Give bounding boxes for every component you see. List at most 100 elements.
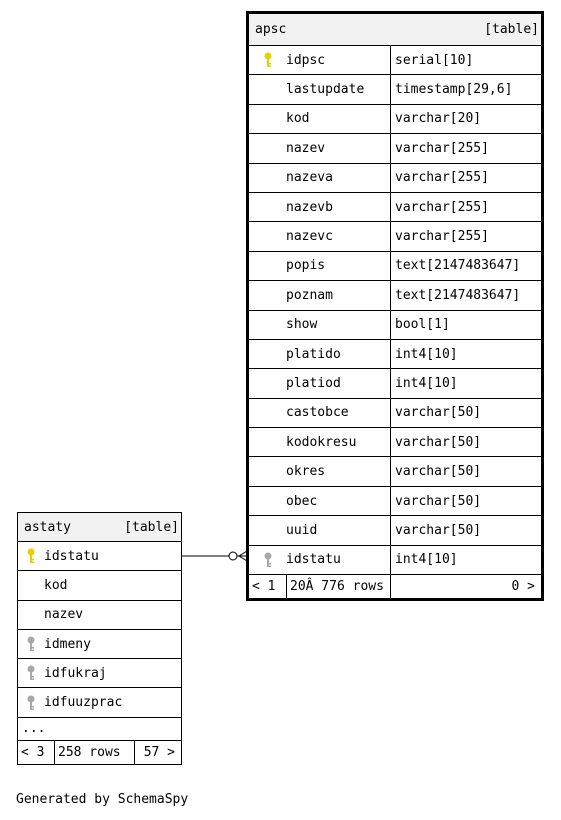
key-cell bbox=[249, 281, 286, 309]
key-cell bbox=[249, 311, 286, 339]
column-name: lastupdate bbox=[286, 82, 365, 98]
zero-marker bbox=[228, 551, 238, 561]
foreign-key-icon bbox=[249, 546, 286, 574]
column-name: idmeny bbox=[44, 636, 91, 652]
crowfoot-lower bbox=[238, 555, 248, 562]
column-name: okres bbox=[286, 464, 326, 480]
column-row[interactable]: idfuuzprac bbox=[18, 688, 181, 718]
column-type: int4[10] bbox=[390, 339, 541, 369]
key-cell bbox=[249, 222, 286, 250]
key-cell bbox=[249, 75, 286, 103]
column-type: serial[10] bbox=[390, 46, 541, 75]
column-name: idstatu bbox=[286, 552, 341, 568]
column-name: kod bbox=[44, 577, 68, 593]
table-kind: [table] bbox=[484, 22, 539, 37]
more-columns-row: ... bbox=[18, 718, 181, 741]
key-cell bbox=[249, 457, 286, 485]
column-name: nazeva bbox=[286, 170, 333, 186]
table-name[interactable]: astaty bbox=[24, 519, 71, 535]
column-name: obec bbox=[286, 493, 318, 509]
column-name: nazevc bbox=[286, 229, 333, 245]
column-row[interactable]: okres varchar[50] bbox=[249, 457, 541, 487]
column-row[interactable]: idstatu int4[10] bbox=[249, 545, 541, 576]
column-type: varchar[255] bbox=[390, 163, 541, 192]
key-cell bbox=[249, 164, 286, 192]
column-type: varchar[255] bbox=[390, 192, 541, 222]
column-name: idfukraj bbox=[44, 665, 107, 681]
column-type: varchar[20] bbox=[390, 104, 541, 134]
key-cell bbox=[18, 601, 44, 629]
column-row[interactable]: uuid varchar[50] bbox=[249, 516, 541, 546]
table-astaty[interactable]: astaty [table] idstatu kod nazev idmeny idfu… bbox=[17, 512, 182, 765]
key-cell bbox=[18, 571, 44, 599]
column-name: nazevb bbox=[286, 199, 333, 215]
crowfoot-upper bbox=[238, 550, 248, 557]
table-header[interactable]: apsc [table] bbox=[249, 14, 541, 46]
column-row[interactable]: poznam text[2147483647] bbox=[249, 281, 541, 311]
column-type: timestamp[29,6] bbox=[390, 75, 541, 104]
column-name: poznam bbox=[286, 287, 333, 303]
foreign-key-icon bbox=[18, 659, 44, 687]
column-row[interactable]: idmeny bbox=[18, 630, 181, 660]
column-row[interactable]: popis text[2147483647] bbox=[249, 251, 541, 282]
parents-link[interactable]: < 3 bbox=[18, 740, 55, 764]
key-cell bbox=[249, 487, 286, 515]
column-type: int4[10] bbox=[390, 369, 541, 398]
column-type: varchar[50] bbox=[390, 457, 541, 486]
column-type: varchar[50] bbox=[390, 398, 541, 428]
table-header[interactable]: astaty [table] bbox=[18, 513, 181, 542]
column-row[interactable]: kod bbox=[18, 571, 181, 601]
column-type: text[2147483647] bbox=[390, 251, 541, 281]
column-row[interactable]: idpsc serial[10] bbox=[249, 46, 541, 76]
column-name: popis bbox=[286, 258, 326, 274]
key-cell bbox=[249, 193, 286, 221]
table-footer: < 3 258 rows 57 > bbox=[18, 740, 181, 764]
column-row[interactable]: nazev bbox=[18, 601, 181, 630]
column-list: idstatu kod nazev idmeny idfukraj idfuuzprac bbox=[18, 542, 181, 718]
children-link[interactable]: 57 > bbox=[143, 744, 175, 760]
column-row[interactable]: platido int4[10] bbox=[249, 339, 541, 370]
table-kind: [table] bbox=[124, 519, 179, 535]
column-row[interactable]: lastupdate timestamp[29,6] bbox=[249, 75, 541, 105]
primary-key-icon bbox=[18, 542, 44, 570]
column-name: kod bbox=[286, 111, 310, 127]
key-cell bbox=[249, 340, 286, 368]
foreign-key-icon bbox=[18, 630, 44, 658]
column-type: varchar[255] bbox=[390, 222, 541, 251]
column-row[interactable]: idfukraj bbox=[18, 659, 181, 689]
column-type: varchar[50] bbox=[390, 516, 541, 545]
table-footer: < 1 20Â 776 rows 0 > bbox=[249, 575, 541, 599]
column-row[interactable]: idstatu bbox=[18, 542, 181, 572]
foreign-key-icon bbox=[18, 688, 44, 716]
column-type: varchar[50] bbox=[390, 486, 541, 516]
children-link[interactable]: 0 > bbox=[511, 579, 535, 595]
key-cell bbox=[249, 105, 286, 133]
column-name: idstatu bbox=[44, 548, 99, 564]
column-row[interactable]: kod varchar[20] bbox=[249, 104, 541, 135]
column-row[interactable]: nazevc varchar[255] bbox=[249, 222, 541, 252]
table-name[interactable]: apsc bbox=[255, 22, 287, 37]
column-row[interactable]: nazeva varchar[255] bbox=[249, 163, 541, 193]
primary-key-icon bbox=[249, 46, 286, 74]
column-row[interactable]: nazevb varchar[255] bbox=[249, 192, 541, 223]
column-name: platido bbox=[286, 346, 341, 362]
generated-by-label: Generated by SchemaSpy bbox=[16, 792, 189, 807]
column-type: text[2147483647] bbox=[390, 281, 541, 310]
column-name: idpsc bbox=[286, 52, 326, 68]
key-cell bbox=[249, 134, 286, 162]
key-cell bbox=[249, 252, 286, 280]
parents-link[interactable]: < 1 bbox=[249, 575, 287, 599]
table-apsc[interactable]: apsc [table] idpsc serial[10] lastupdate ti… bbox=[246, 11, 544, 602]
column-row[interactable]: obec varchar[50] bbox=[249, 486, 541, 517]
column-type: bool[1] bbox=[390, 310, 541, 339]
column-type: int4[10] bbox=[390, 545, 541, 575]
column-name: uuid bbox=[286, 522, 318, 538]
column-name: nazev bbox=[286, 140, 326, 156]
column-list: idpsc serial[10] lastupdate timestamp[29,6]… bbox=[249, 46, 541, 576]
